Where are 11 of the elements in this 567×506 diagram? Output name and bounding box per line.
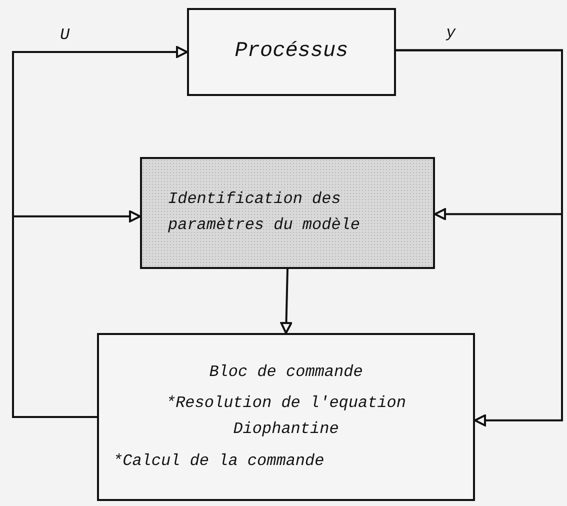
box-text: *Resolution de l'equation Diophantine xyxy=(164,393,408,440)
arrow xyxy=(280,268,292,334)
box-text: Procéssus xyxy=(234,39,350,66)
process-box xyxy=(140,157,435,269)
process-box xyxy=(187,8,396,96)
arrow xyxy=(12,210,141,418)
process-box xyxy=(97,333,475,501)
box-text: Bloc de commande xyxy=(208,362,364,383)
box-text: Identification des paramètres du modèle xyxy=(168,189,362,236)
arrow xyxy=(396,49,563,426)
box-text: *Calcul de la commande xyxy=(113,450,326,472)
